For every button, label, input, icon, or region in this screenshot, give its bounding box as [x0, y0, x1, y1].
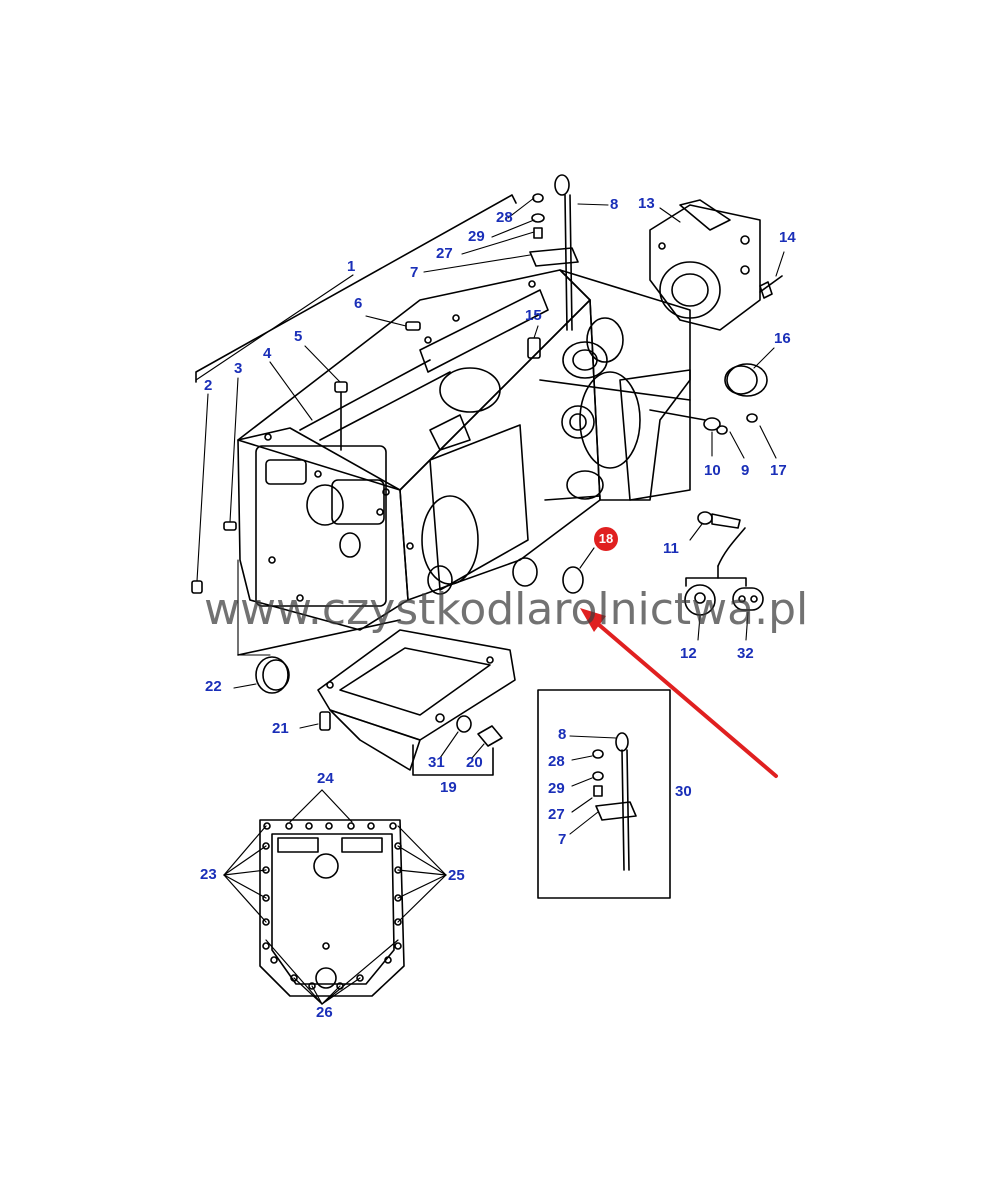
bolt-2 [191, 580, 203, 594]
dowel-3 [223, 521, 237, 531]
highlight-badge-18: 18 [594, 527, 618, 551]
callout-9: 9 [741, 462, 750, 479]
callout-11: 11 [663, 540, 679, 557]
cover-16 [724, 363, 768, 397]
pointer-arrow [580, 608, 778, 778]
inset-box-30 [537, 689, 671, 899]
callout-27-inset: 27 [548, 806, 565, 823]
callout-25: 25 [448, 867, 465, 884]
transmission-housing [237, 269, 601, 631]
connector-bracket [684, 565, 764, 616]
washer-31 [456, 715, 472, 733]
callout-21: 21 [272, 720, 289, 737]
callout-8: 8 [610, 196, 619, 213]
callout-22: 22 [205, 678, 222, 695]
callout-29-inset: 29 [548, 780, 565, 797]
bolt-20 [477, 725, 503, 747]
gasket-22 [255, 656, 290, 694]
callout-20: 20 [466, 754, 483, 771]
callout-24: 24 [317, 770, 334, 787]
callout-4: 4 [263, 345, 272, 362]
callout-15: 15 [525, 307, 542, 324]
plug-5 [334, 381, 348, 451]
bolt-14 [759, 275, 783, 299]
callout-28-inset: 28 [548, 753, 565, 770]
gasket-plate [259, 819, 405, 997]
callout-26: 26 [316, 1004, 333, 1021]
top-cover-13 [649, 199, 761, 331]
callout-10: 10 [704, 462, 721, 479]
callout-28: 28 [496, 209, 513, 226]
callout-1: 1 [347, 258, 356, 275]
o-ring-17 [746, 413, 758, 423]
callout-3: 3 [234, 360, 243, 377]
dipstick-assembly-top [529, 174, 579, 331]
callout-5: 5 [294, 328, 303, 345]
callout-32: 32 [737, 645, 754, 662]
callout-19: 19 [440, 779, 457, 796]
callout-23: 23 [200, 866, 217, 883]
oil-sump-pan [317, 629, 516, 771]
callout-16: 16 [774, 330, 791, 347]
callout-29: 29 [468, 228, 485, 245]
assembly-bracket-1 [195, 194, 517, 383]
callout-8-inset: 8 [558, 726, 567, 743]
callout-27: 27 [436, 245, 453, 262]
callout-31: 31 [428, 754, 445, 771]
plug-21 [319, 711, 331, 731]
callout-6: 6 [354, 295, 363, 312]
callout-7: 7 [410, 264, 419, 281]
callout-30: 30 [675, 783, 692, 800]
rear-gear-housing [421, 269, 691, 595]
callout-7-inset: 7 [558, 831, 567, 848]
callout-2: 2 [204, 377, 213, 394]
callout-12: 12 [680, 645, 697, 662]
pin-6 [405, 321, 421, 331]
watermark-text: www.czystkodlarolnictwa.pl [204, 584, 809, 635]
sensor-11 [697, 511, 746, 567]
callout-13: 13 [638, 195, 655, 212]
callout-14: 14 [779, 229, 796, 246]
plug-10-and-washer-9 [649, 409, 728, 435]
callout-17: 17 [770, 462, 787, 479]
seal-ring-18 [512, 557, 584, 594]
